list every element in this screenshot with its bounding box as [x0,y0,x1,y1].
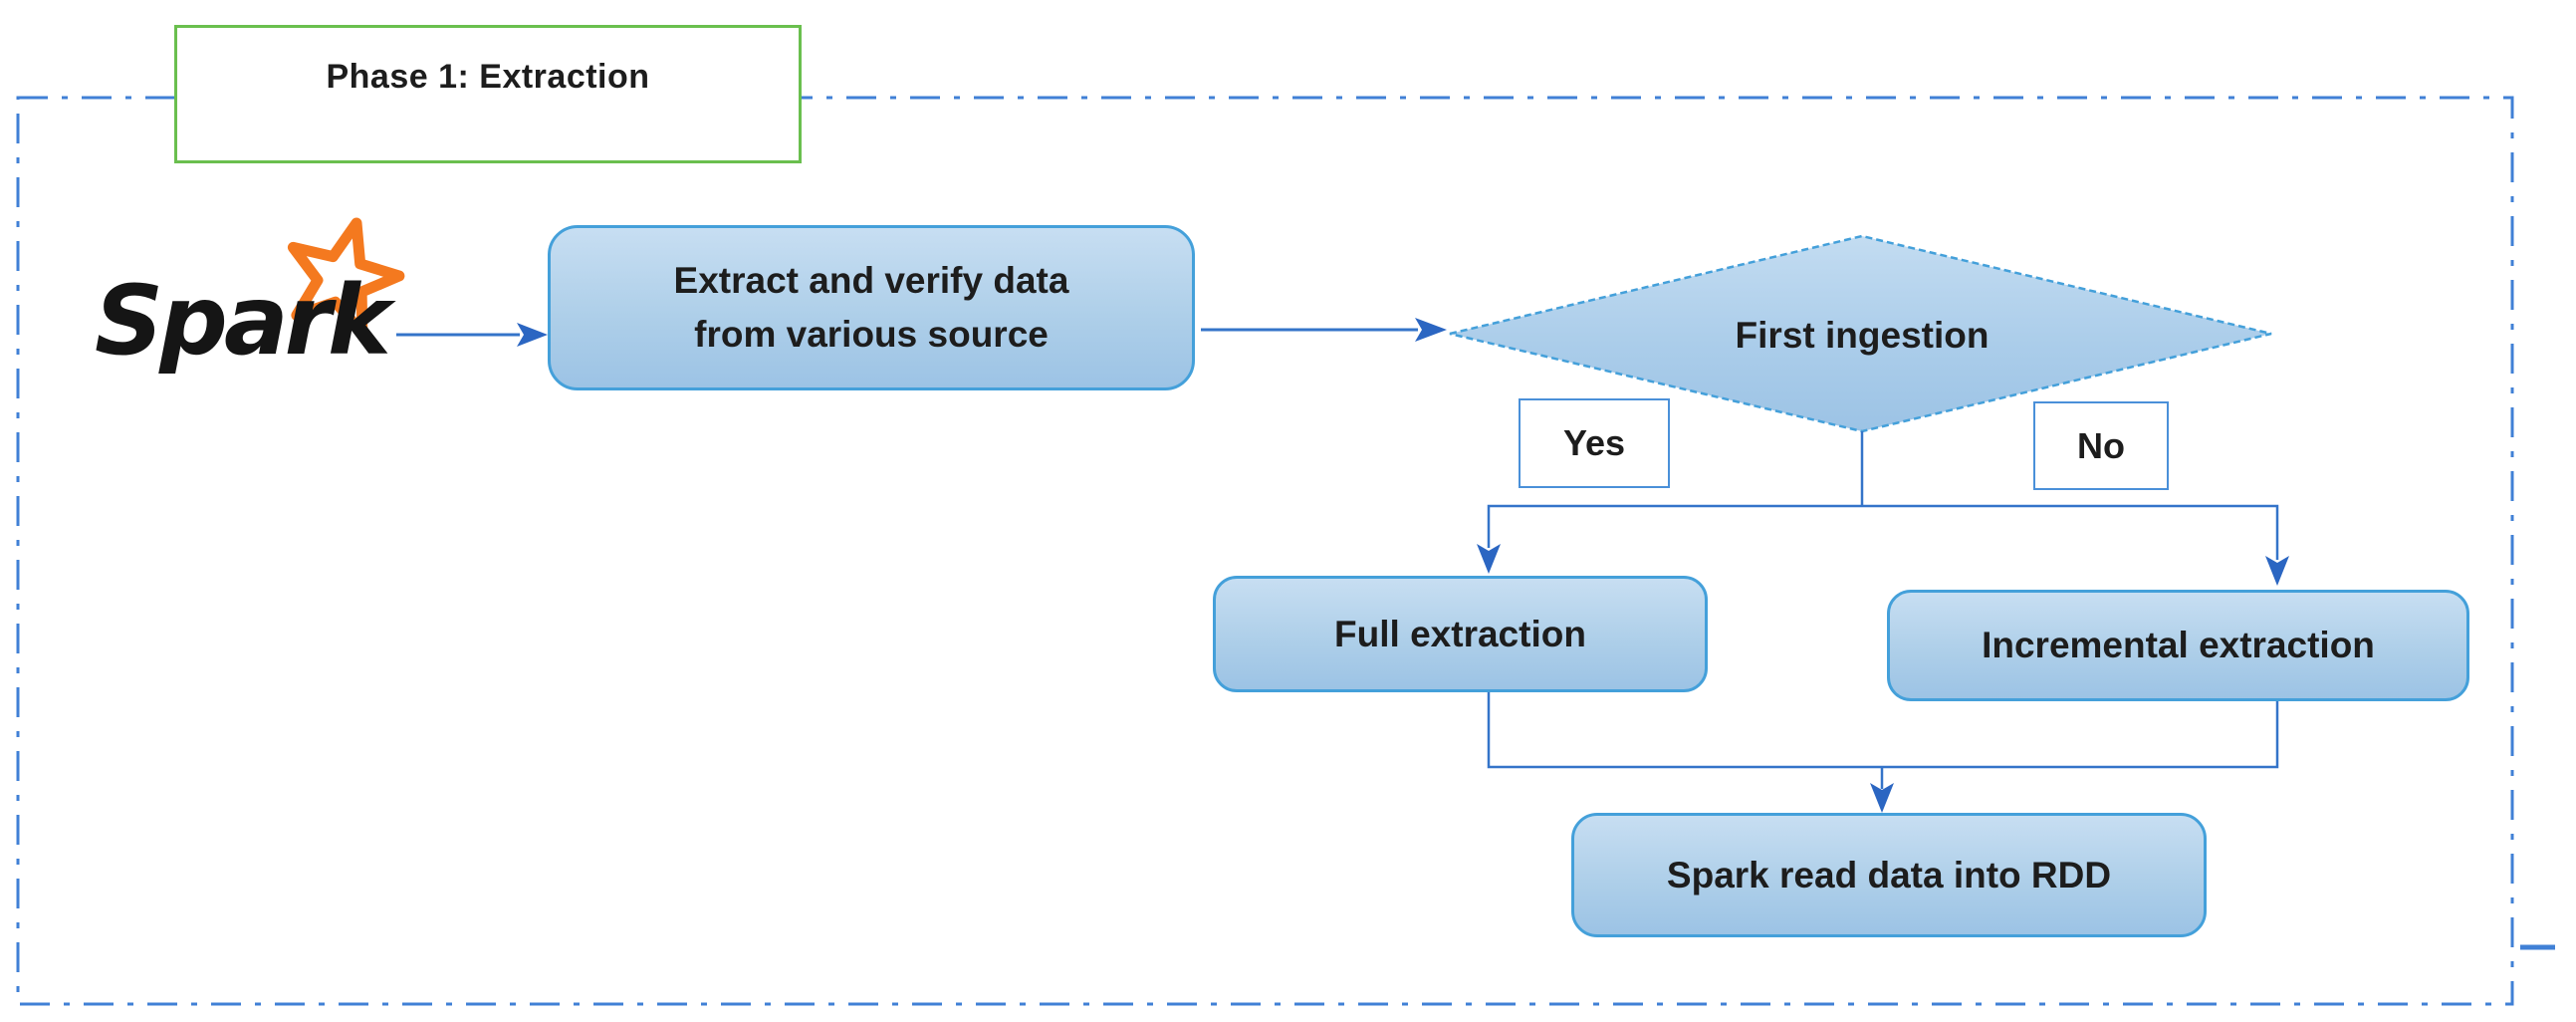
yes-branch-arrowhead [1477,544,1501,574]
arrow-logo-to-extract-head [517,323,548,347]
phase-title-label: Phase 1: Extraction [326,58,650,96]
spark-star-icon [287,217,405,339]
rdd-arrowhead [1870,783,1894,813]
phase-title-box: Phase 1: Extraction [174,25,802,163]
node-extract-verify: Extract and verify data from various sou… [548,225,1195,390]
node-spark-read-rdd: Spark read data into RDD [1571,813,2207,937]
node-full-extraction: Full extraction [1213,576,1708,692]
merge-connector-line [1487,692,2279,769]
spark-logo: Spark [95,217,423,396]
decision-diamond-shape [1449,234,2272,433]
node-incremental-extraction: Incremental extraction [1887,590,2469,701]
branch-connector-line [1487,504,2279,560]
no-label-box: No [2033,401,2169,490]
yes-label-box: Yes [1519,398,1670,488]
spark-logo-text: Spark [95,265,391,377]
arrow-extract-to-decision-head [1415,318,1447,342]
no-branch-arrowhead [2265,556,2289,586]
node-decision-label: First ingestion [1735,315,1990,356]
dashed-boundary [16,96,2514,1006]
